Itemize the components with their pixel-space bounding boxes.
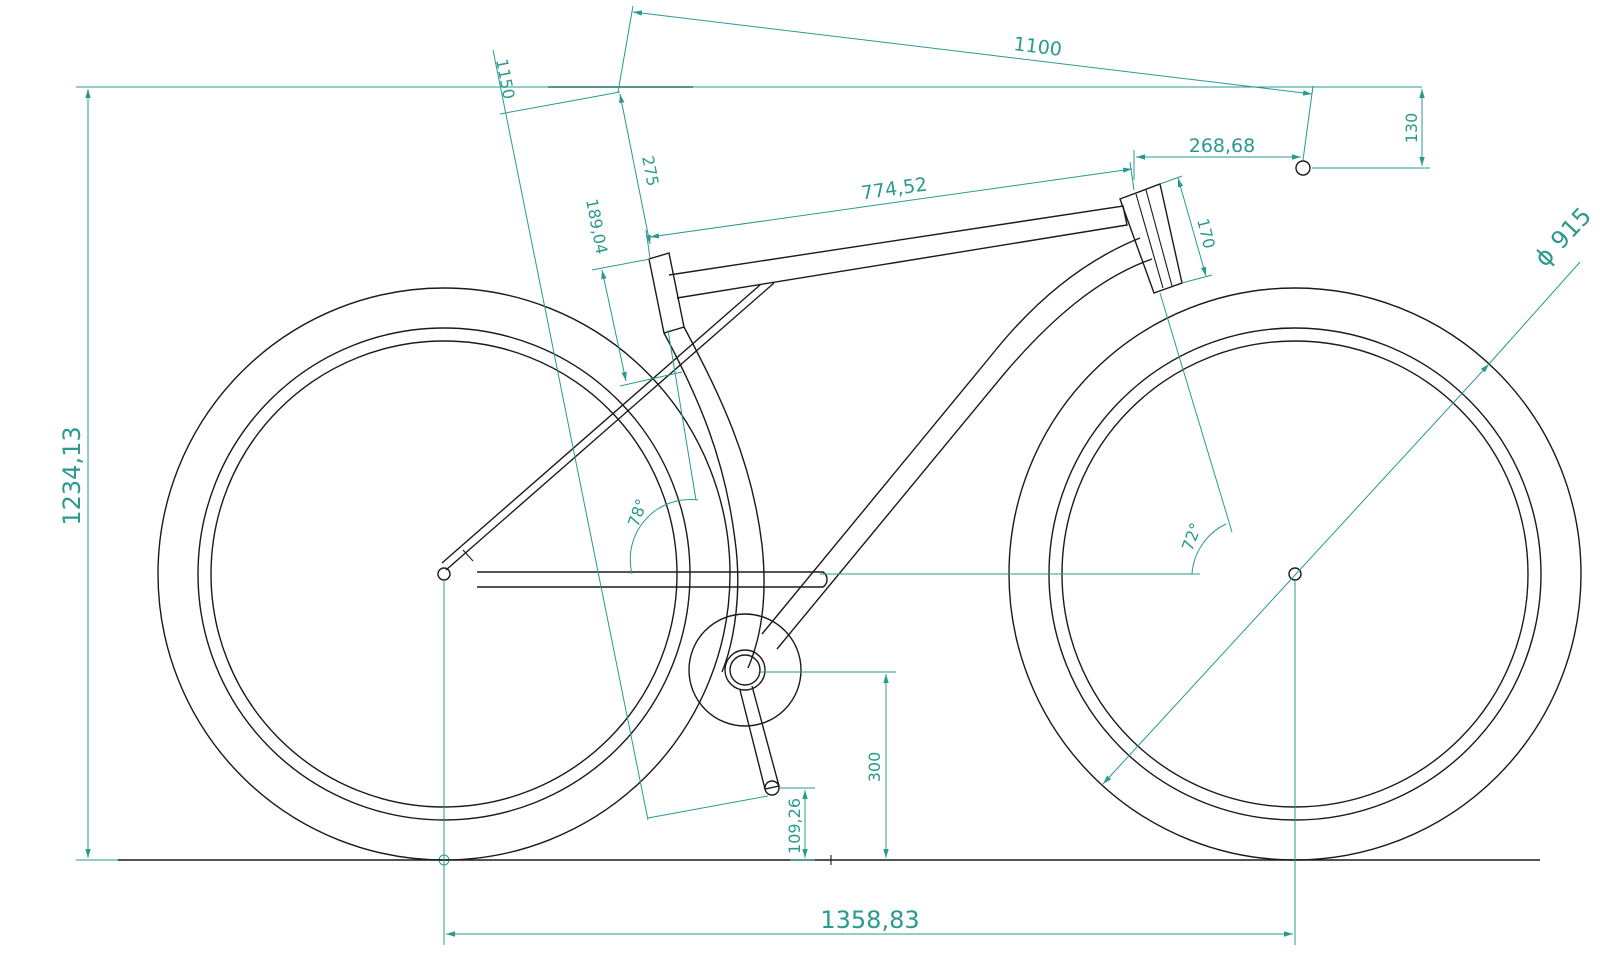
head-axis-line (1159, 292, 1233, 533)
handlebar-rise-label: 130 (1402, 113, 1421, 144)
saddle-reach-ext-top (499, 91, 621, 115)
drivetrain (688, 613, 802, 796)
saddle-reach-label: 1150 (492, 57, 518, 101)
stem-length-label: 268,68 (1189, 135, 1255, 157)
toptube-dim-line (649, 167, 1133, 239)
wheel-diameter-label: 915 (1545, 202, 1597, 255)
seatpost-extension-label: 275 (638, 154, 662, 188)
frame (441, 183, 1183, 673)
seat-angle-label: 78° (624, 496, 652, 529)
seat-angle-arc (629, 499, 699, 575)
seattube-ext-bottom (619, 371, 683, 387)
headtube-dim-line (1177, 177, 1207, 277)
top-tube-label: 774,52 (860, 174, 929, 205)
diameter-leader (1488, 261, 1581, 365)
chain-stay (477, 571, 828, 588)
seat-stay (445, 282, 775, 571)
wheelbase-label: 1358,83 (820, 906, 919, 934)
crank-length-label: 109,26 (785, 798, 804, 854)
seat-axis-line (667, 329, 697, 501)
handlebar-grip (1295, 160, 1311, 176)
seat-post (648, 252, 685, 334)
seattube-ext-top (591, 258, 651, 271)
crank-arm (739, 685, 780, 790)
head-angle-label: 72° (1178, 520, 1206, 553)
diameter-dim-line (1102, 363, 1490, 785)
chainring (688, 613, 802, 727)
overall-height-label: 1234,13 (58, 426, 86, 525)
saddle-reach-dim (492, 49, 649, 821)
bottom-bracket-height-label: 300 (865, 752, 884, 783)
reach-ext-saddle (617, 5, 634, 93)
head-tube (1119, 183, 1183, 294)
bottom-bracket-outer (724, 649, 766, 691)
bottom-bracket-inner (729, 654, 761, 686)
seat-stay-outline (441, 284, 761, 564)
top-tube (668, 205, 1128, 299)
reach-ext-bar (1302, 85, 1314, 161)
down-tube-outline (776, 258, 1153, 650)
handlebar-reach-label: 1100 (1012, 33, 1063, 61)
head-tube-line-2 (1145, 189, 1173, 287)
seat-stay-end (462, 549, 474, 562)
seattube-dim-line (601, 269, 627, 382)
headtube-ext-bottom (1181, 274, 1213, 284)
head-tube-line-1 (1135, 193, 1164, 289)
toptube-ext-left (645, 229, 651, 259)
rear-hub (437, 567, 451, 581)
seatpost-dim-line (619, 93, 651, 245)
seat-tube-curve (663, 332, 739, 673)
toptube-ext-right (1129, 161, 1135, 191)
saddle-reach-ext-bottom (647, 795, 769, 819)
seat-tube-label: 189,04 (582, 197, 611, 256)
head-angle-arc (1191, 523, 1227, 575)
pedal-axle (764, 780, 780, 796)
down-tube (761, 237, 1141, 635)
seat-tube-curve-outer (683, 326, 765, 669)
reach-dim-line (632, 10, 1313, 96)
headtube-ext-top (1159, 175, 1183, 185)
